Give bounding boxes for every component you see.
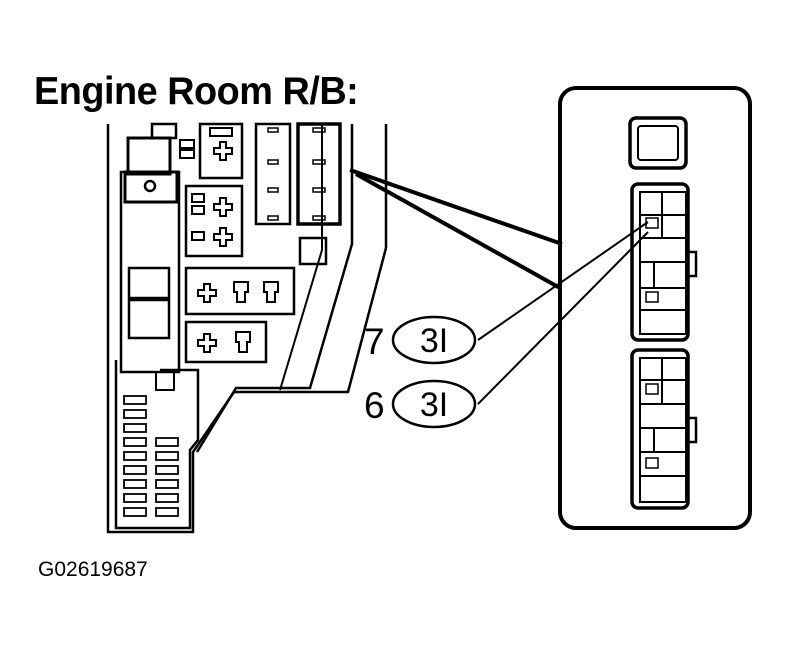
pointer-pin-6	[477, 231, 649, 405]
callout-pin-7: 7 3I	[364, 315, 477, 365]
leader-lines	[349, 168, 563, 290]
connector-lower	[630, 348, 698, 510]
callout-pin-number: 7	[364, 321, 385, 362]
mini-fuse-grid	[123, 395, 179, 517]
relay-block	[106, 122, 388, 534]
callout-ellipse	[391, 315, 477, 365]
pointer-pin-7	[477, 221, 649, 341]
callout-pin-number: 6	[364, 385, 385, 426]
connector-detail	[477, 86, 752, 530]
diagram-title: Engine Room R/B:	[34, 70, 359, 113]
callout-connector-code: 3I	[420, 386, 448, 424]
connector-upper	[630, 182, 698, 342]
callout-pin-6: 6 3I	[364, 379, 477, 429]
callout-connector-code: 3I	[420, 322, 448, 360]
callout-ellipse	[391, 379, 477, 429]
figure-id: G02619687	[38, 558, 148, 581]
